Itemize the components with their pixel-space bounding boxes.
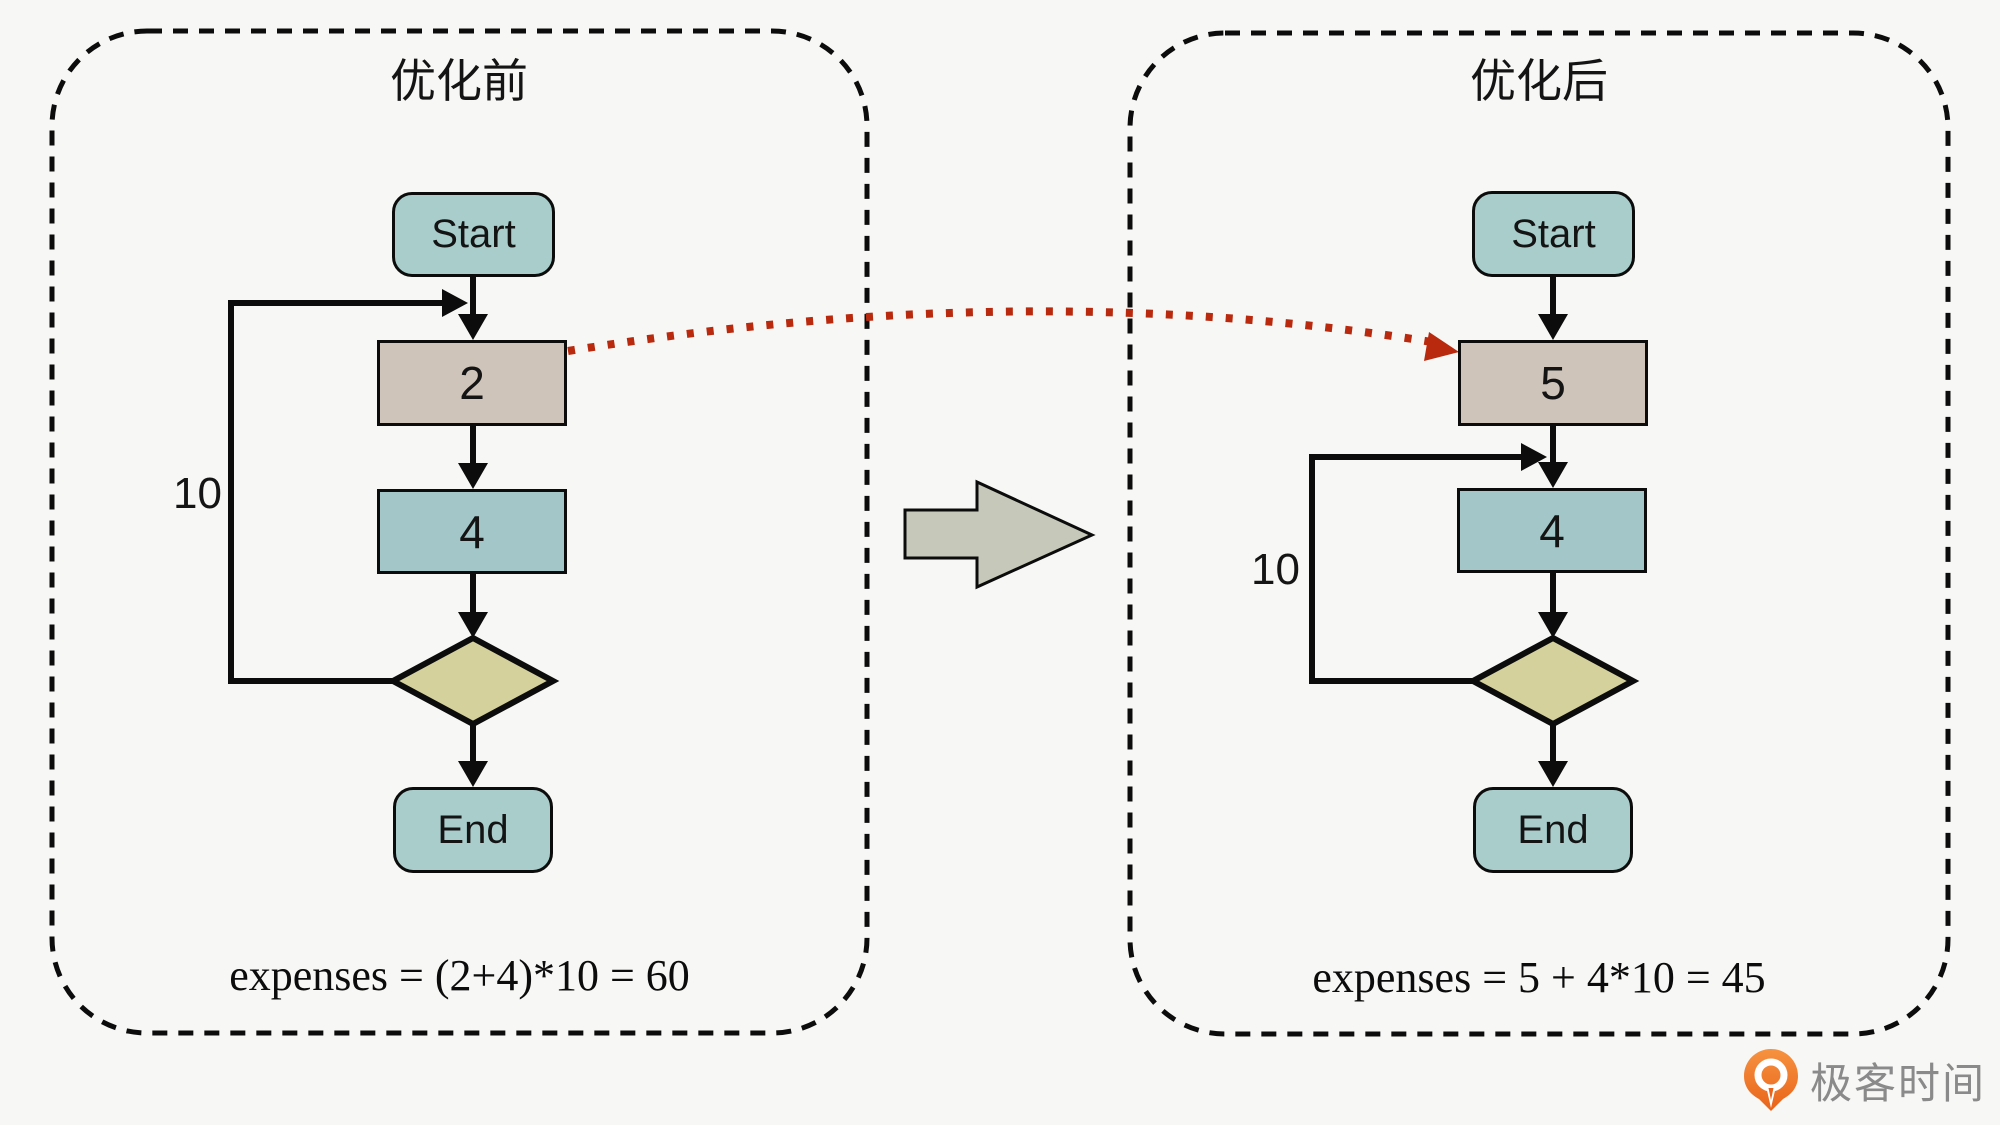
formula-before: expenses = (2+4)*10 = 60 — [229, 951, 690, 1000]
node-cost-a-after: 5 — [1458, 340, 1648, 426]
panel-before-title: 优化前 — [390, 54, 528, 108]
formula-after: expenses = 5 + 4*10 = 45 — [1312, 953, 1766, 1002]
loop-count-label-before: 10 — [173, 469, 222, 518]
arrow-5-to-4-head — [1538, 462, 1568, 488]
arrow-decision-to-end-after-head — [1538, 761, 1568, 787]
decision-diamond-before — [386, 634, 560, 728]
loop-back-before-head — [442, 289, 468, 317]
transform-arrow — [903, 479, 1096, 590]
node-cost-b-after: 4 — [1457, 488, 1647, 573]
loop-back-before-line — [228, 300, 442, 684]
loop-back-after-head — [1521, 443, 1547, 471]
panel-before-border — [49, 28, 870, 1036]
arrow-decision-to-end-head — [458, 761, 488, 787]
arrow-4-to-decision-after-head — [1538, 612, 1568, 638]
arrow-start-to-2-head — [458, 314, 488, 340]
loop-count-label-after: 10 — [1251, 545, 1300, 594]
node-cost-a-before: 2 — [377, 340, 567, 426]
node-start-before: Start — [392, 192, 555, 277]
panel-after-border — [1127, 30, 1951, 1037]
node-end-before: End — [393, 787, 553, 873]
geektime-logo-text: 极客时间 — [1810, 1058, 1987, 1108]
optimization-arrow-curve — [567, 307, 1439, 355]
arrow-4-to-decision-head — [458, 612, 488, 638]
optimization-arrow-head — [1424, 332, 1459, 361]
node-cost-b-before: 4 — [377, 489, 567, 574]
decision-diamond-after — [1466, 634, 1640, 728]
arrow-2-to-4-head — [458, 463, 488, 489]
node-start-after: Start — [1472, 191, 1635, 277]
node-end-after: End — [1473, 787, 1633, 873]
geektime-logo-icon — [1744, 1049, 1798, 1111]
geektime-logo: 极客时间 — [1742, 1046, 1986, 1114]
arrow-start-to-5-head — [1538, 314, 1568, 340]
loop-back-after-line — [1309, 454, 1521, 684]
panel-after-title: 优化后 — [1470, 54, 1608, 108]
